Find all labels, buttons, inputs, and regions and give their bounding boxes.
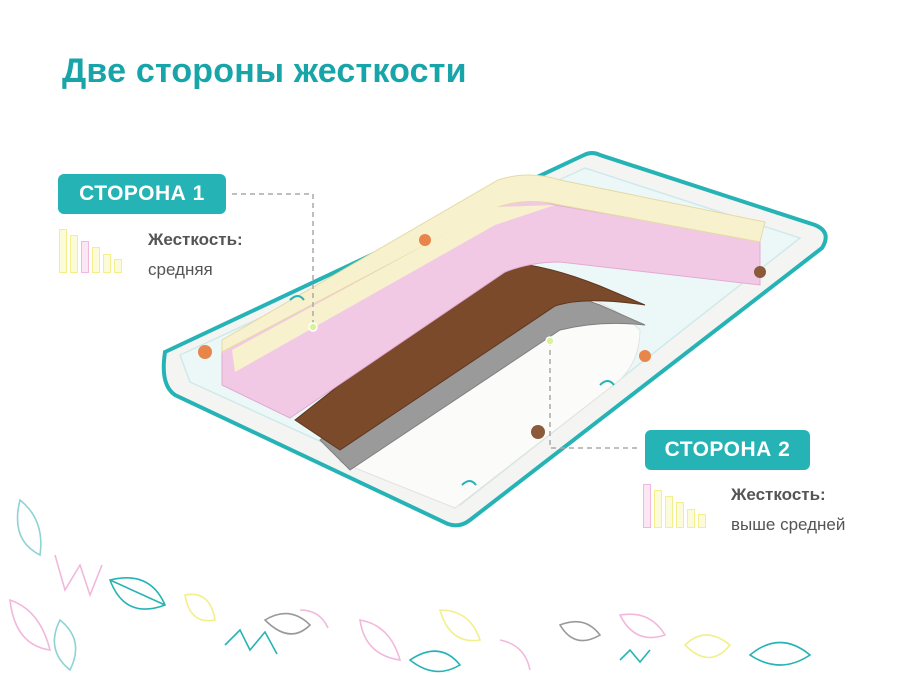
firmness-bar bbox=[114, 259, 122, 273]
firmness-bar bbox=[643, 484, 651, 528]
firmness-bar bbox=[103, 254, 111, 273]
firmness-bar bbox=[676, 502, 684, 528]
side-1-firmness-value: средняя bbox=[148, 260, 213, 279]
side-2-firmness: Жесткость: выше средней bbox=[731, 485, 845, 535]
side-2-firmness-value: выше средней bbox=[731, 515, 846, 534]
side-1-firmness-bars bbox=[59, 229, 122, 273]
side-1-firmness: Жесткость: средняя bbox=[148, 230, 243, 280]
callout-lines bbox=[232, 193, 640, 449]
callout-dot-1 bbox=[308, 322, 318, 332]
firmness-bar bbox=[92, 247, 100, 273]
side-1-firmness-label: Жесткость: bbox=[148, 230, 243, 249]
mattress bbox=[161, 151, 828, 528]
callout-dot-2 bbox=[545, 336, 555, 346]
firmness-bar bbox=[665, 496, 673, 528]
side-2-badge: СТОРОНА 2 bbox=[645, 430, 810, 470]
side-2-firmness-bars bbox=[643, 484, 706, 528]
firmness-bar bbox=[70, 235, 78, 273]
firmness-bar bbox=[654, 490, 662, 528]
firmness-bar bbox=[81, 241, 89, 273]
page-title: Две стороны жесткости bbox=[62, 52, 467, 90]
firmness-bar bbox=[698, 514, 706, 528]
side-1-badge: СТОРОНА 1 bbox=[58, 174, 226, 214]
firmness-bar bbox=[687, 509, 695, 528]
side-2-firmness-label: Жесткость: bbox=[731, 485, 826, 504]
firmness-bar bbox=[59, 229, 67, 273]
leaf-decorations bbox=[9, 498, 812, 673]
